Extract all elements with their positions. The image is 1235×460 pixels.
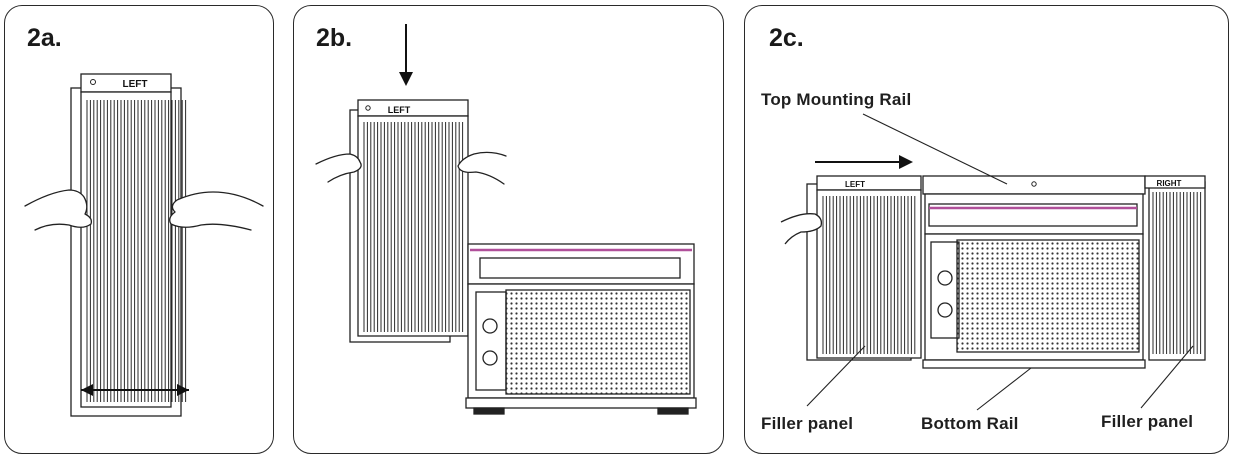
arrow-left-head-icon (81, 384, 93, 396)
arrow-right-head-icon (899, 155, 913, 169)
ac-control-panel (930, 241, 960, 339)
right-filler-header (1144, 175, 1206, 189)
panel-tag-right: RIGHT (1157, 179, 1182, 188)
ac-louver (479, 257, 681, 279)
control-knob-icon (482, 350, 498, 366)
step-2b-label: 2b. (316, 24, 353, 52)
arrow-right-head-icon (177, 384, 189, 396)
screw-hole-icon (365, 105, 371, 111)
bottom-rail-leader (976, 367, 1032, 411)
bottom-rail-label: Bottom Rail (921, 414, 1019, 433)
ac-foot (473, 407, 505, 415)
screw-hole-icon (90, 79, 96, 85)
left-filler-frame-front (816, 189, 922, 359)
left-filler-leader (806, 345, 866, 407)
filler-panel-frame-front (80, 91, 172, 408)
filler-panel-insert-illustration: LEFT (315, 24, 697, 415)
panel-tag-left: LEFT (845, 180, 865, 189)
ac-front-grille (505, 289, 691, 395)
panel-tag-left: LEFT (123, 79, 148, 90)
ac-control-panel (475, 291, 507, 391)
ac-front-grille (956, 239, 1140, 353)
top-mounting-rail-label: Top Mounting Rail (761, 90, 912, 109)
right-filler-slats (1152, 192, 1202, 354)
filler-panel-right-label: Filler panel (1101, 412, 1194, 431)
left-hand-icon (315, 153, 362, 183)
screw-hole-icon (1031, 181, 1037, 187)
ac-base (465, 397, 697, 409)
callout-leader-lines (806, 113, 1194, 411)
panel-tag-left: LEFT (388, 105, 411, 115)
step-2c-panel: 2c. LEFT (744, 5, 1229, 454)
hand-icon (780, 213, 823, 245)
filler-panel-extend-illustration: LEFT (24, 73, 264, 417)
step-2a-panel: 2a. LEFT (4, 5, 274, 454)
filler-panel-left-label: Filler panel (761, 414, 854, 433)
step-2a-label: 2a. (27, 24, 62, 52)
right-hand-icon (169, 191, 264, 231)
control-knob-icon (937, 302, 953, 318)
control-knob-icon (937, 270, 953, 286)
filler-panel-slats (86, 100, 187, 402)
air-conditioner-unit (922, 175, 1146, 369)
control-knob-icon (482, 318, 498, 334)
filler-panel-frame-front (357, 115, 469, 337)
bottom-rail (922, 359, 1146, 369)
step-2c-label: 2c. (769, 24, 804, 52)
filler-panel-slats (363, 122, 464, 332)
top-rail-leader (862, 113, 1008, 185)
air-conditioner-unit (465, 243, 697, 415)
step-2b-panel: 2b. LEFT (293, 5, 724, 454)
left-filler-header (816, 175, 922, 191)
filler-panel-installed-illustration: LEFT RIGHT (780, 113, 1206, 411)
ac-foot (657, 407, 689, 415)
right-filler-leader (1140, 345, 1194, 409)
arrow-down-head-icon (399, 72, 413, 86)
left-filler-slats (822, 196, 916, 354)
filler-panel-header (357, 99, 469, 117)
right-hand-icon (457, 151, 507, 185)
ac-louver (928, 203, 1138, 227)
top-mounting-rail (922, 175, 1146, 195)
left-hand-icon (24, 189, 93, 231)
